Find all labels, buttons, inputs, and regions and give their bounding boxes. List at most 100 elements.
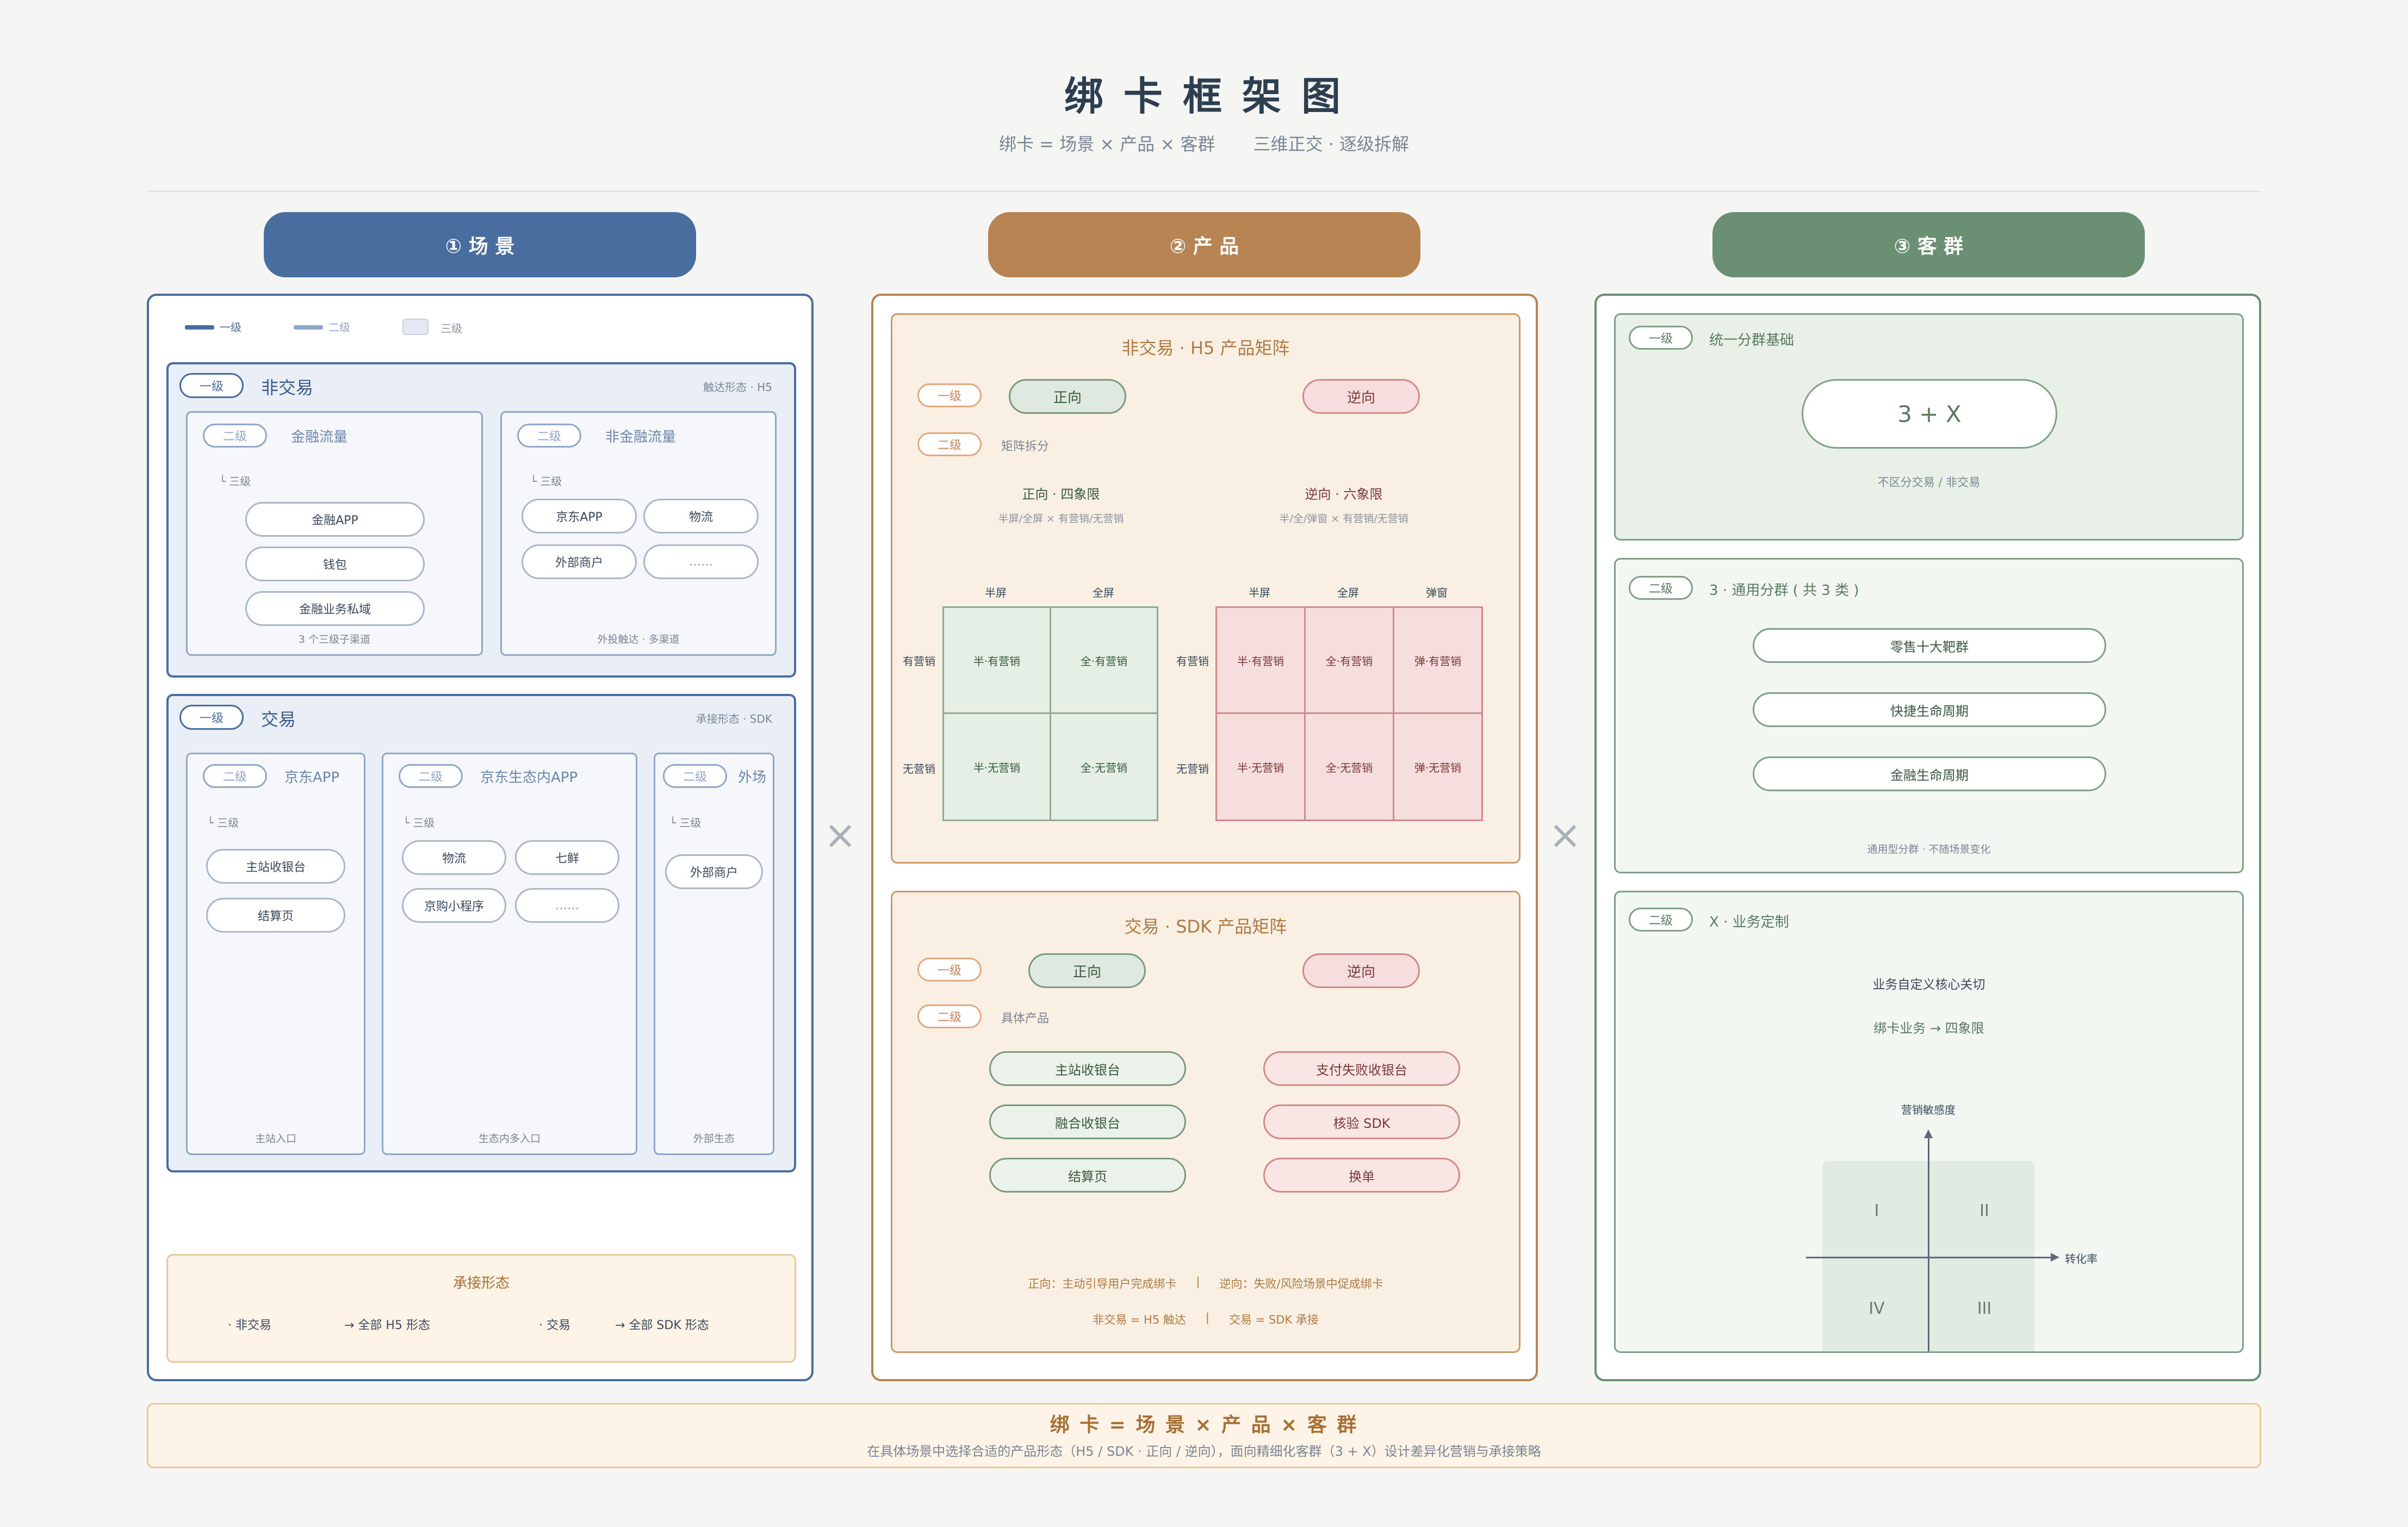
tx-jdapp-card: 二级 京东APP └ 三级 主站收银台 结算页 主站入口 bbox=[186, 753, 365, 1155]
h5-negative-pill[interactable]: 逆向 bbox=[1302, 379, 1420, 414]
column-header-product: ② 产 品 bbox=[988, 212, 1420, 277]
tx-jdapp-title: 京东APP bbox=[284, 769, 340, 786]
nonfin-level-badge: 二级 bbox=[517, 424, 581, 448]
tx-eco-item-logistics[interactable]: 物流 bbox=[402, 840, 506, 875]
legend-l1-swatch bbox=[185, 325, 214, 330]
summary-text: 在具体场景中选择合适的产品形态（H5 / SDK · 正向 / 逆向），面向精细… bbox=[867, 1444, 1541, 1459]
h5-matrix-block: 非交易 · H5 产品矩阵 一级 正向 逆向 二级 矩阵拆分 正向 · 四象限 … bbox=[891, 313, 1520, 864]
audience-general-item-express[interactable]: 快捷生命周期 bbox=[1753, 692, 2106, 727]
tx-eco-item-miniprogram[interactable]: 京购小程序 bbox=[402, 888, 506, 923]
fin-traffic-card: 二级 金融流量 └ 三级 金融APP 钱包 金融业务私域 3 个三级子渠道 bbox=[186, 411, 483, 656]
tx-eco-footer: 生态内多入口 bbox=[478, 1133, 541, 1145]
h5-pos-cell[interactable]: 半·有营销 bbox=[942, 606, 1051, 714]
h5-neg-cell[interactable]: 全·无营销 bbox=[1304, 712, 1394, 821]
sdk-note-nontx: 非交易 = H5 触达 bbox=[1093, 1313, 1186, 1326]
tx-eco-item-more[interactable]: …… bbox=[515, 888, 619, 923]
carry-tx-value: → 全部 SDK 形态 bbox=[615, 1319, 709, 1332]
tx-ext-title: 外场 bbox=[738, 769, 767, 786]
h5-neg-cell[interactable]: 弹·有营销 bbox=[1393, 606, 1483, 714]
sdk-negative-pill[interactable]: 逆向 bbox=[1302, 953, 1420, 988]
h5-pos-cell[interactable]: 半·无营销 bbox=[942, 712, 1051, 821]
quadrant-label-4: IV bbox=[1869, 1299, 1885, 1318]
nontx-title: 非交易 bbox=[261, 377, 314, 398]
h5-neg-cell[interactable]: 弹·无营销 bbox=[1393, 712, 1483, 821]
tx-jdapp-item-cashier[interactable]: 主站收银台 bbox=[206, 849, 345, 884]
audience-base-title: 统一分群基础 bbox=[1709, 332, 1795, 349]
quadrant-y-axis-label: 营销敏感度 bbox=[1901, 1103, 1956, 1116]
h5-split-label: 矩阵拆分 bbox=[1001, 440, 1050, 454]
legend-l3-swatch bbox=[402, 319, 429, 335]
h5-neg-cell[interactable]: 半·有营销 bbox=[1215, 606, 1306, 714]
page-title: 绑 卡 框 架 图 bbox=[1064, 73, 1344, 119]
h5-positive-pill[interactable]: 正向 bbox=[1009, 379, 1126, 414]
h5-pos-cell[interactable]: 全·无营销 bbox=[1050, 712, 1158, 821]
h5-pos-cell[interactable]: 全·有营销 bbox=[1050, 606, 1158, 714]
fin-l3-label: └ 三级 bbox=[219, 475, 251, 488]
quadrant-label-3: III bbox=[1977, 1299, 1992, 1318]
fin-item-wallet[interactable]: 钱包 bbox=[245, 547, 425, 581]
sdk-matrix-title: 交易 · SDK 产品矩阵 bbox=[1124, 916, 1287, 937]
audience-panel: 一级 统一分群基础 3 + X 不区分交易 / 非交易 二级 3 · 通用分群 … bbox=[1594, 294, 2261, 1381]
audience-general-item-retail[interactable]: 零售十大靶群 bbox=[1753, 628, 2106, 663]
nonfin-item-external[interactable]: 外部商户 bbox=[522, 544, 637, 579]
sdk-pos-item-checkout[interactable]: 结算页 bbox=[989, 1158, 1186, 1193]
sdk-neg-item-payfail-cashier[interactable]: 支付失败收银台 bbox=[1263, 1051, 1460, 1086]
sdk-positive-pill[interactable]: 正向 bbox=[1028, 953, 1146, 988]
sdk-neg-item-verify-sdk[interactable]: 核验 SDK bbox=[1263, 1104, 1460, 1139]
h5-pos-col-header: 半屏 bbox=[985, 586, 1007, 599]
sdk-pos-item-fusion-cashier[interactable]: 融合收银台 bbox=[989, 1104, 1186, 1139]
product-panel: 非交易 · H5 产品矩阵 一级 正向 逆向 二级 矩阵拆分 正向 · 四象限 … bbox=[871, 294, 1538, 1381]
sdk-note-negative: 逆向：失败/风险场景中促成绑卡 bbox=[1219, 1277, 1383, 1290]
carry-form-title: 承接形态 bbox=[452, 1275, 510, 1292]
legend-l2-swatch bbox=[294, 325, 323, 330]
h5-pos-row-header: 有营销 bbox=[903, 654, 935, 668]
h5-neg-col-header: 全屏 bbox=[1337, 586, 1359, 599]
quadrant-x-arrow-icon bbox=[2051, 1253, 2059, 1262]
quadrant-label-2: II bbox=[1979, 1201, 1989, 1220]
audience-base-note: 不区分交易 / 非交易 bbox=[1877, 476, 1981, 489]
sdk-level2-badge: 二级 bbox=[917, 1004, 982, 1028]
nonfin-item-jdapp[interactable]: 京东APP bbox=[522, 499, 637, 533]
tx-ext-item-merchant[interactable]: 外部商户 bbox=[665, 854, 763, 889]
summary-footer: 绑 卡 = 场 景 × 产 品 × 客 群 在具体场景中选择合适的产品形态（H5… bbox=[147, 1403, 2261, 1468]
tx-ext-footer: 外部生态 bbox=[693, 1133, 735, 1145]
sdk-note-separator: | bbox=[1205, 1311, 1209, 1324]
h5-neg-cell[interactable]: 全·有营销 bbox=[1304, 606, 1394, 714]
h5-pos-row-header: 无营销 bbox=[903, 762, 935, 775]
tx-ext-l3-label: └ 三级 bbox=[669, 816, 702, 829]
quadrant-y-arrow-icon bbox=[1924, 1129, 1933, 1138]
tx-jdapp-footer: 主站入口 bbox=[255, 1133, 296, 1145]
nonfin-title: 非金融流量 bbox=[605, 429, 677, 445]
tx-eco-item-7fresh[interactable]: 七鲜 bbox=[515, 840, 619, 875]
fin-item-private[interactable]: 金融业务私域 bbox=[245, 591, 425, 626]
tx-jdapp-badge: 二级 bbox=[203, 764, 267, 788]
tx-title: 交易 bbox=[261, 709, 296, 730]
nontx-note: 触达形态 · H5 bbox=[703, 381, 772, 394]
sdk-note-row-2: 非交易 = H5 触达 | 交易 = SDK 承接 bbox=[892, 1311, 1519, 1327]
carry-form-box: 承接形态 · 非交易 → 全部 H5 形态 · 交易 → 全部 SDK 形态 bbox=[166, 1254, 796, 1363]
tx-jdapp-item-checkout[interactable]: 结算页 bbox=[206, 898, 345, 933]
tx-eco-card: 二级 京东生态内APP └ 三级 物流 七鲜 京购小程序 …… 生态内多入口 bbox=[382, 753, 637, 1155]
tx-eco-title: 京东生态内APP bbox=[480, 769, 578, 786]
carry-tx-label: · 交易 bbox=[539, 1319, 570, 1332]
tx-ext-badge: 二级 bbox=[663, 764, 727, 788]
sdk-neg-item-swap-order[interactable]: 换单 bbox=[1263, 1158, 1460, 1193]
h5-neg-cell[interactable]: 半·无营销 bbox=[1215, 712, 1306, 821]
tx-jdapp-l3-label: └ 三级 bbox=[207, 816, 239, 829]
audience-general-item-finance[interactable]: 金融生命周期 bbox=[1753, 756, 2106, 791]
audience-base-badge: 一级 bbox=[1629, 326, 1693, 350]
fin-item-app[interactable]: 金融APP bbox=[245, 502, 425, 537]
sdk-note-separator: | bbox=[1196, 1275, 1200, 1288]
sdk-pos-item-main-cashier[interactable]: 主站收银台 bbox=[989, 1051, 1186, 1086]
tx-note: 承接形态 · SDK bbox=[696, 712, 772, 725]
scene-panel: 一级 二级 三级 一级 非交易 触达形态 · H5 二级 金融流量 └ 三级 金… bbox=[147, 294, 814, 1381]
times-operator-2: × bbox=[1548, 812, 1582, 858]
nonfin-item-more[interactable]: …… bbox=[643, 544, 759, 579]
audience-custom-line2: 绑卡业务 → 四象限 bbox=[1873, 1021, 1984, 1036]
quadrant-x-axis-label: 转化率 bbox=[2065, 1252, 2097, 1265]
nonfin-footer: 外投触达 · 多渠道 bbox=[597, 634, 680, 645]
subtitle-formula: 绑卡 = 场景 × 产品 × 客群 bbox=[998, 134, 1215, 154]
tx-block: 一级 交易 承接形态 · SDK 二级 京东APP └ 三级 主站收银台 结算页… bbox=[166, 694, 796, 1172]
nonfin-item-logistics[interactable]: 物流 bbox=[643, 499, 759, 533]
h5-neg-subtitle: 半/全/弹窗 × 有营销/无营销 bbox=[1279, 513, 1408, 525]
